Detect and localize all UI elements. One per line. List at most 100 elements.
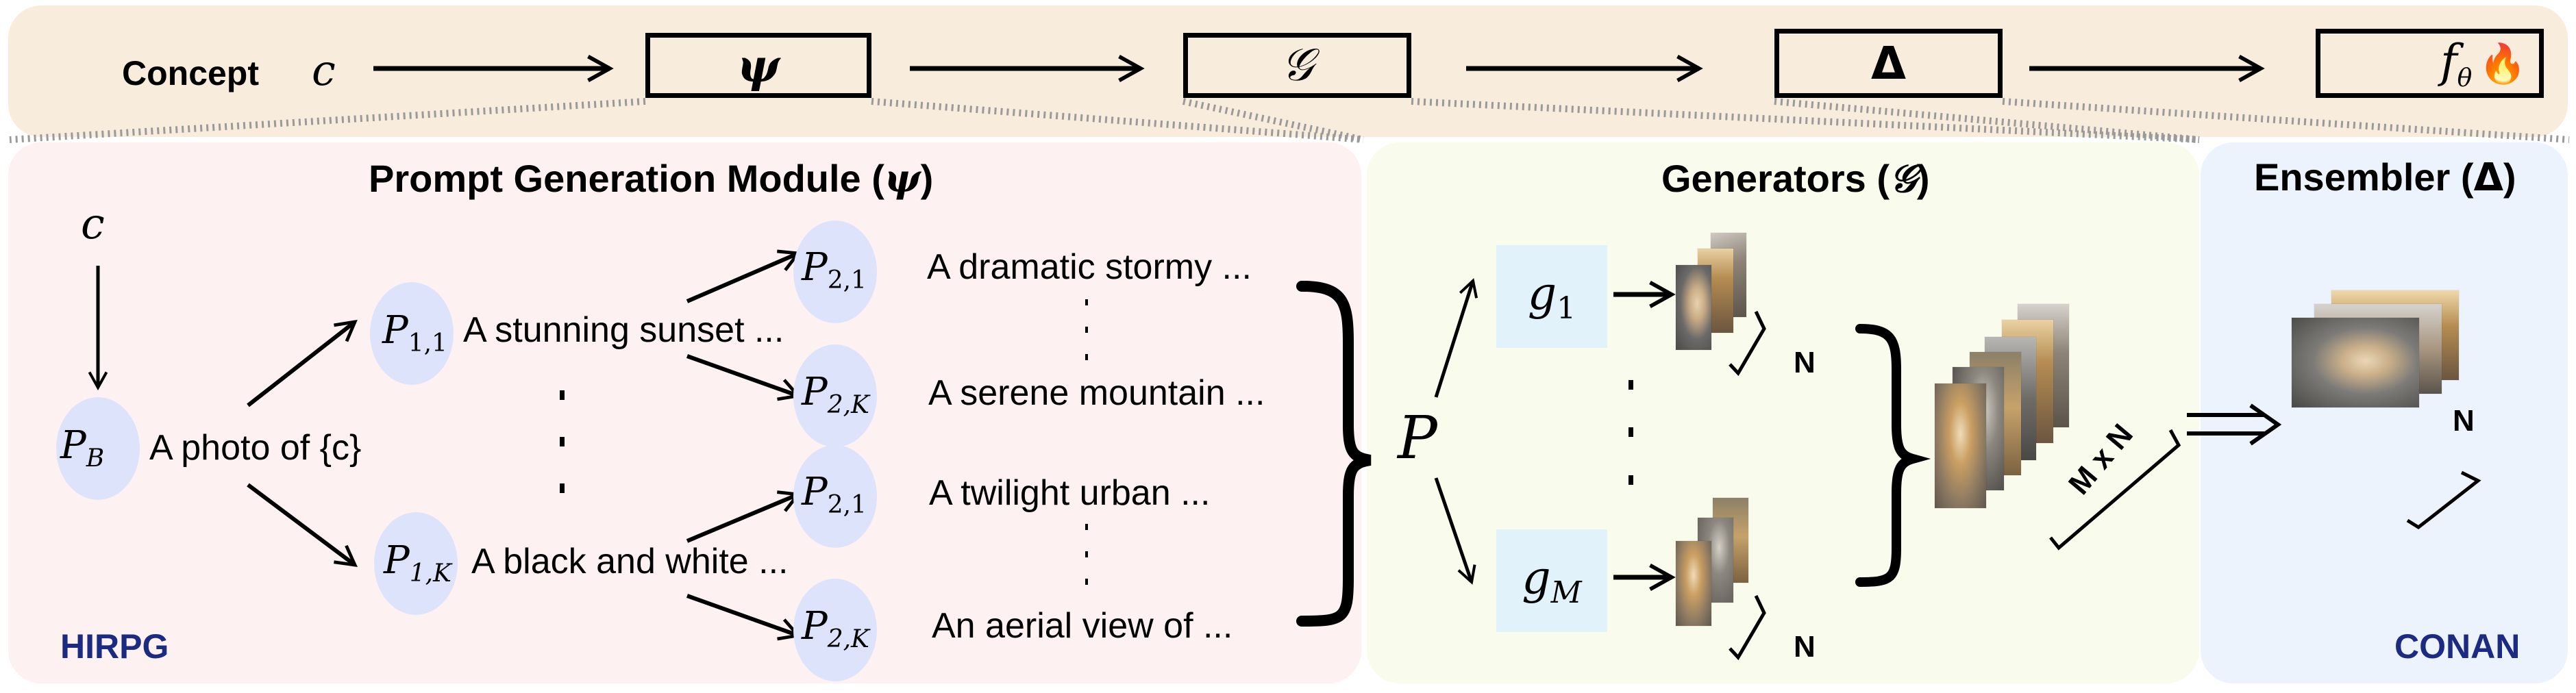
- prompt-module-title-text: Prompt Generation Module: [369, 157, 861, 200]
- prompt-node-base: [56, 397, 140, 500]
- node-subscript: 2,1: [827, 491, 867, 520]
- zoom-guide: [1182, 98, 1365, 143]
- prompt-node-1-1: [370, 282, 454, 385]
- generator-box-1: g1: [1496, 245, 1607, 348]
- count-bracket-g1: [1729, 310, 1766, 377]
- ellipsis-dot: [1085, 299, 1088, 305]
- prompt-text-1-1: A stunning sunset ...: [463, 310, 784, 350]
- prompt-node-2-k-a-label: P2,K: [802, 370, 869, 419]
- node-label: P: [382, 308, 408, 353]
- generator-brace: [1855, 324, 1931, 587]
- prompt-node-base-label: PB: [60, 423, 104, 473]
- node-subscript: 1,K: [409, 559, 451, 588]
- zoom-guides: [9, 98, 2570, 143]
- prompt-text-2-k-a: A serene mountain ...: [928, 373, 1265, 413]
- prompt-node-1-k-label: P1,K: [384, 538, 451, 588]
- conan-tag: CONAN: [2394, 627, 2521, 666]
- model-theta: θ: [2457, 64, 2473, 92]
- count-bracket-combined: [2049, 429, 2181, 551]
- generator-m-label: gM: [1522, 551, 1581, 610]
- psi-symbol: ψ: [736, 38, 780, 92]
- generated-image: [1935, 383, 1986, 508]
- node-subscript: B: [86, 444, 105, 473]
- prompt-node-1-k: [374, 512, 458, 615]
- calligraphic-g-symbol: 𝒢: [1281, 38, 1313, 91]
- arrow-p11-to-p21: [686, 249, 802, 303]
- arrow-p1k-to-p2k: [686, 594, 802, 641]
- ellipsis-dot: [1628, 427, 1633, 437]
- gen-label: g: [1527, 266, 1557, 320]
- generator-box-m: gM: [1496, 529, 1607, 632]
- node-label: P: [384, 538, 410, 583]
- stage-box-model: fθ 🔥: [2316, 29, 2544, 98]
- ensembler-title-symbol: Δ: [2473, 155, 2503, 200]
- ellipsis-dot: [1628, 380, 1633, 390]
- prompt-text-2-k-b: An aerial view of ...: [932, 606, 1233, 646]
- ellipsis-dot: [560, 390, 565, 400]
- concept-symbol: c: [312, 45, 336, 95]
- arrow-p1k-to-p21: [686, 490, 802, 543]
- node-subscript: 2,1: [827, 266, 867, 295]
- gen-subscript: 1: [1557, 291, 1576, 327]
- prompt-node-2-k-a: [793, 344, 877, 447]
- prompt-module-title-symbol: ψ: [884, 156, 921, 201]
- prompt-text-1-k: A black and white ...: [471, 542, 789, 581]
- prompt-module-title: Prompt Generation Module (ψ): [369, 156, 934, 201]
- node-label: P: [802, 245, 828, 290]
- count-label-ensembler: N: [2453, 404, 2475, 438]
- node-subscript: 2,K: [827, 391, 869, 420]
- prompt-node-1-1-label: P1,1: [382, 308, 447, 357]
- count-label-gm: N: [1794, 630, 1816, 664]
- node-label: P: [802, 604, 828, 648]
- prompt-text-2-1-b: A twilight urban ...: [929, 473, 1211, 513]
- prompt-brace: [1296, 281, 1372, 627]
- node-subscript: 2,K: [827, 625, 869, 654]
- ellipsis-dot: [1085, 579, 1088, 585]
- stage-box-prompt-generation: ψ: [645, 33, 871, 98]
- arrow-pb-to-p1k: [247, 483, 358, 567]
- arrow-p11-to-p2k: [686, 354, 802, 401]
- count-bracket-ensembler: [2406, 470, 2481, 530]
- zoom-guide: [9, 98, 646, 143]
- gen-subscript: M: [1550, 575, 1582, 611]
- ellipsis-dot: [1628, 475, 1633, 485]
- node-label: P: [802, 370, 828, 414]
- concept-label: Concept: [122, 54, 259, 92]
- zoom-guide: [1411, 98, 2200, 143]
- stage-box-generators: 𝒢: [1183, 33, 1411, 98]
- ellipsis-dot: [1085, 524, 1088, 530]
- arrow-p-to-g1: [1434, 278, 1478, 398]
- prompt-generation-panel: [8, 142, 1361, 683]
- generated-image: [1676, 541, 1711, 626]
- arrow-pb-to-p11: [247, 319, 358, 407]
- count-bracket-gm: [1729, 594, 1766, 661]
- zoom-guide: [871, 98, 1364, 143]
- prompt-text-2-1-a: A dramatic stormy ...: [927, 247, 1252, 287]
- node-label: P: [60, 423, 86, 468]
- node-label: P: [802, 470, 828, 514]
- hirpg-tag: HIRPG: [60, 627, 169, 666]
- prompt-node-2-k-b: [793, 579, 877, 681]
- gen-label: g: [1522, 551, 1551, 604]
- generator-1-label: g1: [1528, 267, 1576, 326]
- count-label-g1: N: [1794, 346, 1816, 379]
- generators-title-symbol: 𝒢: [1890, 156, 1917, 201]
- prompt-node-2-1-a: [793, 220, 877, 323]
- ellipsis-dot: [560, 437, 565, 446]
- prompt-node-2-1-a-label: P2,1: [802, 245, 867, 294]
- fire-icon: 🔥: [2479, 41, 2527, 85]
- ellipsis-dot: [560, 483, 565, 493]
- arrow-p-to-gm: [1434, 477, 1476, 585]
- prompt-node-2-1-b-label: P2,1: [802, 470, 867, 519]
- prompt-node-2-1-b: [793, 445, 877, 548]
- generators-title-text: Generators: [1661, 157, 1866, 200]
- model-symbol: fθ: [2440, 35, 2472, 92]
- implies-arrow-head: [2249, 403, 2282, 446]
- ensembler-title-text: Ensembler: [2254, 155, 2451, 199]
- ellipsis-dot: [1085, 551, 1088, 557]
- zoom-guide: [2002, 98, 2570, 143]
- prompt-node-2-k-b-label: P2,K: [802, 604, 869, 653]
- prompt-set-symbol: P: [1398, 404, 1437, 473]
- ellipsis-dot: [1085, 354, 1088, 360]
